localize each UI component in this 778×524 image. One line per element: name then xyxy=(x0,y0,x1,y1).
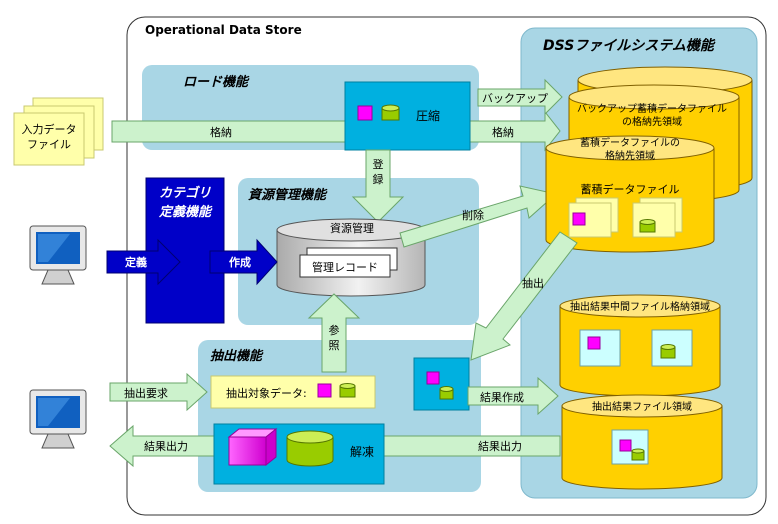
intermediate-cylinder: 抽出結果中間ファイル格納領域 xyxy=(559,294,721,397)
delete-label: 削除 xyxy=(462,208,484,222)
input-data-file: 入力データ ファイル xyxy=(13,97,104,166)
extract-request-label: 抽出要求 xyxy=(124,386,168,400)
dss-title: DSSファイルシステム機能 xyxy=(543,37,716,54)
result-cylinder-label: 抽出結果ファイル領域 xyxy=(592,400,692,413)
ods-title: Operational Data Store xyxy=(145,23,302,37)
extract-intermediate-box xyxy=(413,357,470,411)
reference-label-1: 参 xyxy=(329,323,340,337)
extract-lime-cylinder xyxy=(439,386,454,392)
reference-arrow: 参 照 xyxy=(307,293,361,373)
delete-arrow: 削除 xyxy=(399,185,558,248)
target-lime-cylinder xyxy=(339,383,356,389)
reference-label-2: 照 xyxy=(329,339,340,352)
storage-magenta-cube xyxy=(572,212,586,226)
create-label: 作成 xyxy=(229,255,251,269)
monitor-icon xyxy=(29,225,87,285)
decompress-lime-cylinder xyxy=(286,430,334,467)
result-magenta-cube xyxy=(619,439,632,452)
register-label-2: 録 xyxy=(373,172,384,186)
storage-cylinder-line1: 蓄積データファイルの xyxy=(580,136,680,149)
resource-title: 資源管理機能 xyxy=(248,187,328,203)
monitor-icon xyxy=(29,389,87,449)
input-file-line1: 入力データ xyxy=(22,122,77,136)
mgmt-record-box xyxy=(299,254,391,278)
store-out-label: 格納 xyxy=(492,125,514,139)
backup-cylinder-line1: バックアップ蓄積データファイル xyxy=(577,102,727,115)
storage-cylinder-line2: 格納先領域 xyxy=(605,149,655,162)
result-lime-cylinder xyxy=(631,448,645,454)
target-magenta-cube xyxy=(317,383,332,398)
input-file-line2: ファイル xyxy=(27,138,71,151)
storage-file-label: 蓄積データファイル xyxy=(581,182,680,196)
backup-label: バックアップ xyxy=(482,92,548,105)
extract-target-box: 抽出対象データ: xyxy=(210,375,376,409)
extract-title: 抽出機能 xyxy=(210,348,264,364)
create-arrow: 作成 xyxy=(209,238,278,286)
define-label: 定義 xyxy=(125,255,147,269)
extract-arrow-label: 抽出 xyxy=(522,276,544,290)
register-label-1: 登 xyxy=(373,157,384,171)
result-cylinder: 抽出結果ファイル領域 xyxy=(561,394,723,490)
magenta-cube xyxy=(357,105,373,121)
category-title-line1: カテゴリ xyxy=(159,185,211,201)
storage-lime-cylinder xyxy=(639,219,656,225)
extract-magenta-cube xyxy=(426,371,440,385)
backup-cylinder-line2: の格納先領域 xyxy=(622,115,682,128)
decompress-magenta-cube xyxy=(227,427,278,467)
result-create-arrow: 結果作成 xyxy=(467,376,559,416)
mgmt-record-label: 管理レコード xyxy=(312,260,378,274)
load-title: ロード機能 xyxy=(183,74,250,90)
define-arrow: 定義 xyxy=(106,238,181,286)
intermediate-label: 抽出結果中間ファイル格納領域 xyxy=(570,300,710,313)
compress-box: 圧縮 xyxy=(344,81,471,151)
storage-cylinder: 蓄積データファイルの 格納先領域 蓄積データファイル xyxy=(545,135,715,253)
result-create-label: 結果作成 xyxy=(480,390,524,404)
store-in-label: 格納 xyxy=(210,125,232,139)
backup-arrow: バックアップ xyxy=(477,78,563,116)
intermediate-lime-cylinder xyxy=(660,344,676,350)
result-output-left-label: 結果出力 xyxy=(144,439,188,453)
decompress-label: 解凍 xyxy=(350,445,374,459)
lime-cylinder xyxy=(381,104,400,121)
extract-target-label: 抽出対象データ: xyxy=(226,386,307,400)
compress-label: 圧縮 xyxy=(416,108,440,123)
category-title-line2: 定義機能 xyxy=(158,204,213,220)
register-arrow: 登 録 xyxy=(351,149,405,223)
result-output-right-label: 結果出力 xyxy=(478,439,522,453)
resource-mgmt-label: 資源管理 xyxy=(330,221,374,235)
extract-request-arrow: 抽出要求 xyxy=(109,372,208,412)
intermediate-magenta-cube xyxy=(587,336,601,350)
resource-cylinder: 資源管理 管理レコード xyxy=(276,218,426,297)
decompress-box: 解凍 xyxy=(213,423,385,485)
extract-arrow: 抽出 xyxy=(470,231,578,361)
